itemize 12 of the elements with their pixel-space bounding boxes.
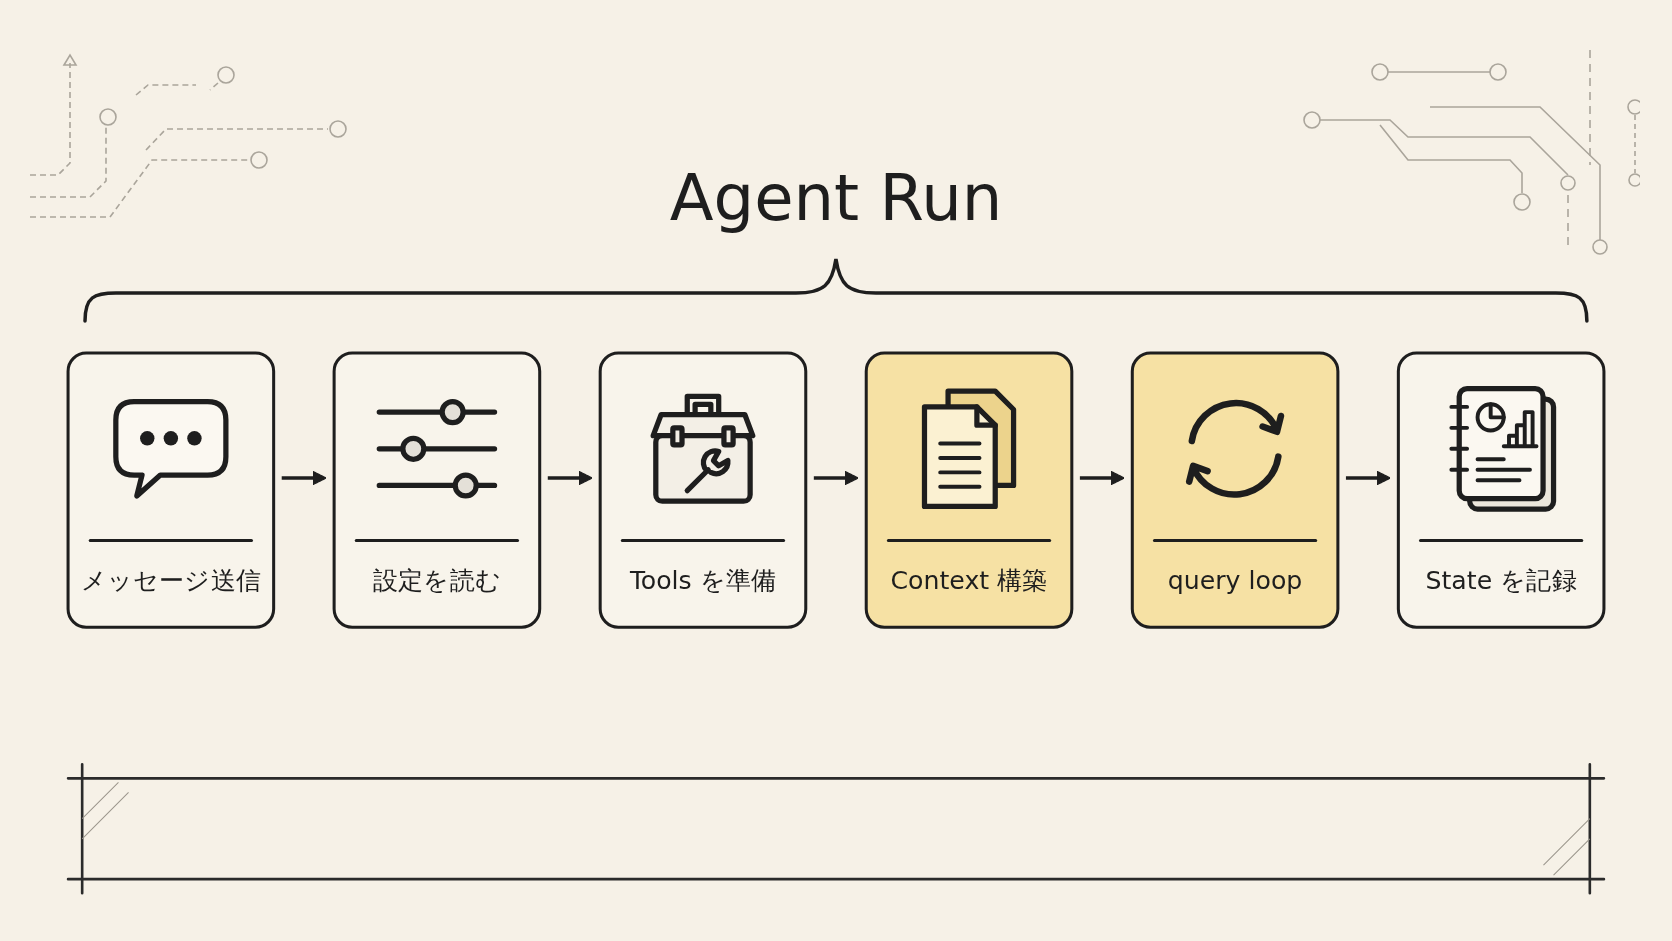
step-label: 設定を読む xyxy=(372,564,501,598)
arrow xyxy=(1345,470,1391,486)
arrow xyxy=(1079,470,1125,486)
step-label: メッセージ送信 xyxy=(80,564,262,598)
title: Agent Run xyxy=(669,163,1003,234)
step-label: Tools を準備 xyxy=(629,564,777,598)
arrow xyxy=(813,470,859,486)
step-label: Context 構築 xyxy=(890,564,1048,598)
step-label: query loop xyxy=(1167,564,1303,598)
step-label: State を記録 xyxy=(1425,564,1577,598)
arrow xyxy=(281,470,327,486)
arrow xyxy=(547,470,593,486)
